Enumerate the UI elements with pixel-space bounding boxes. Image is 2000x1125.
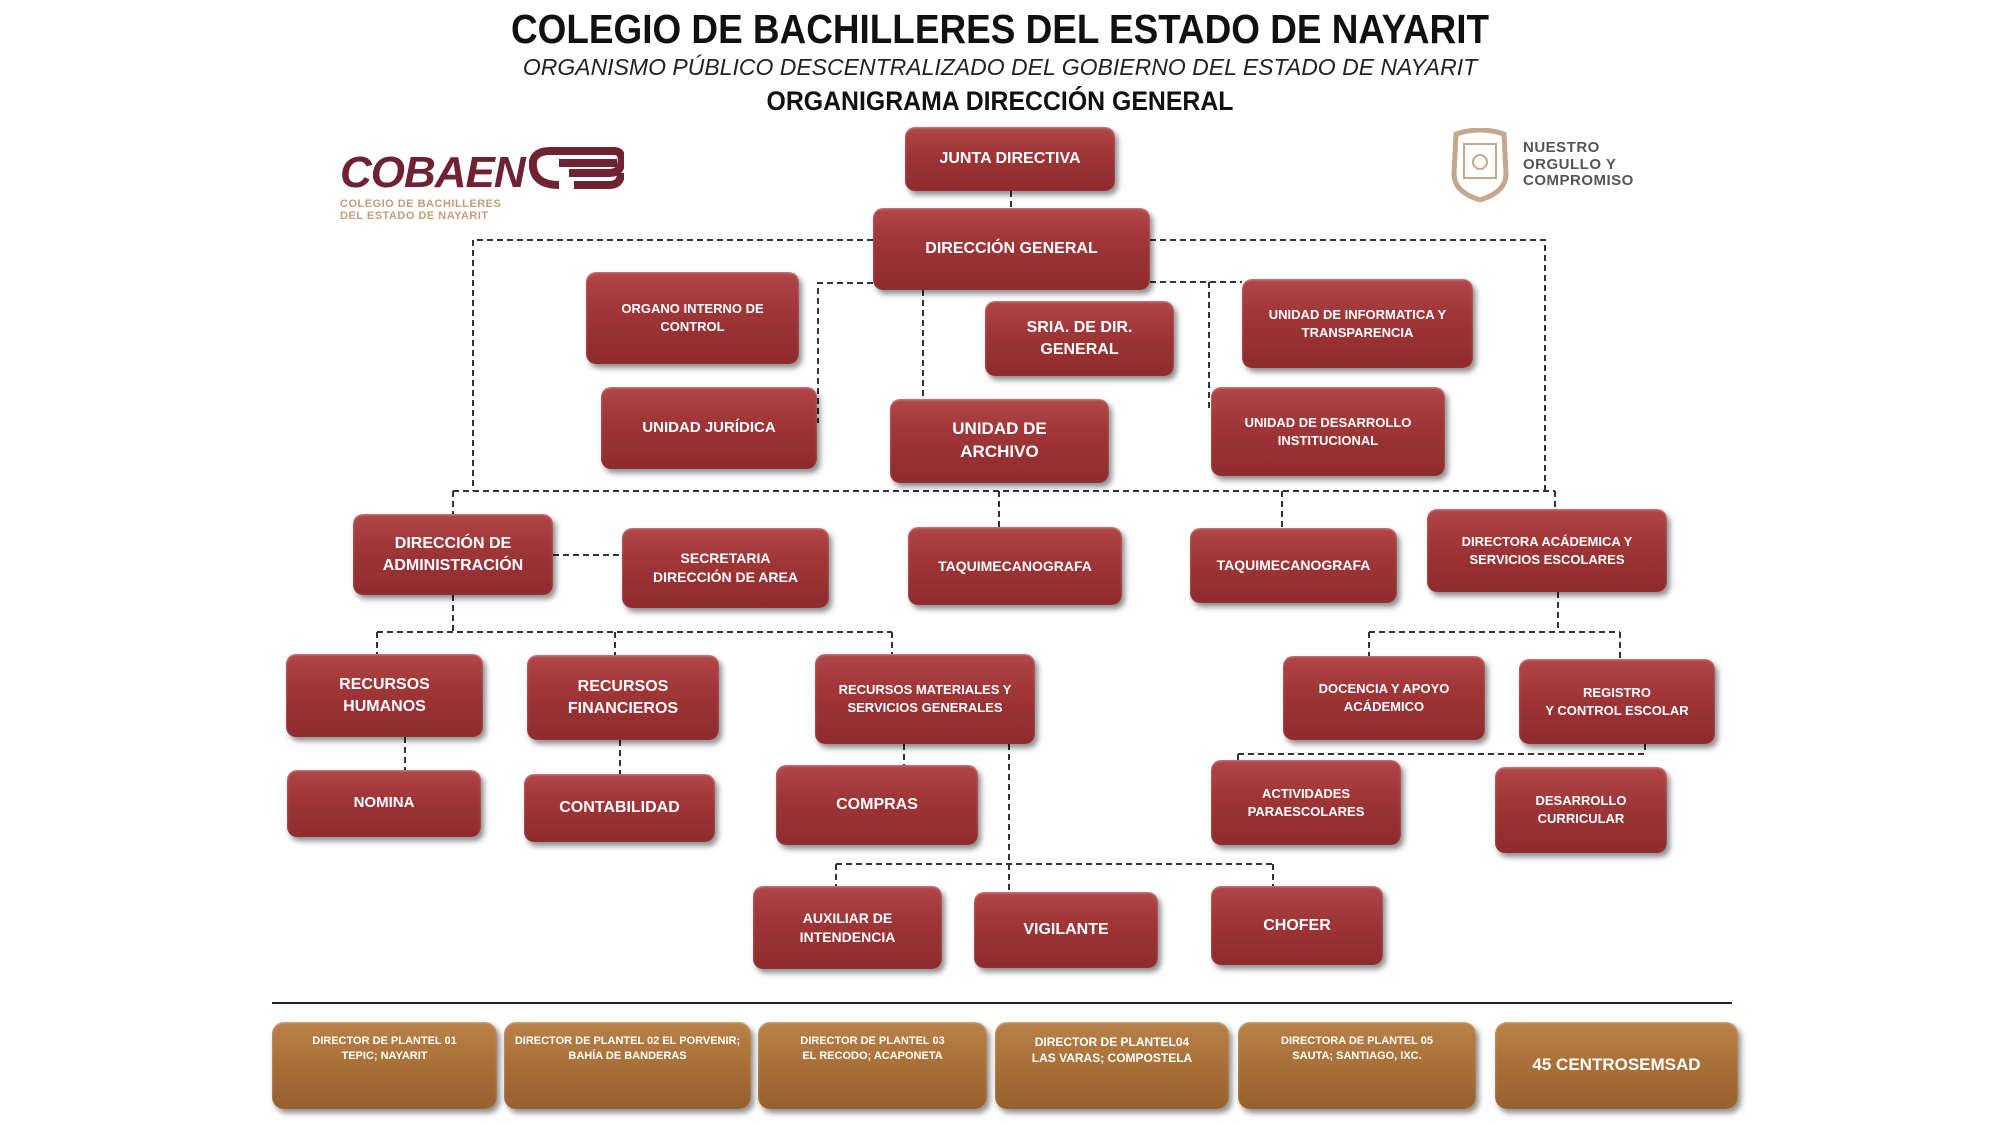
motto-text: NUESTRO ORGULLO Y COMPROMISO — [1523, 139, 1634, 189]
org-node-rmat: RECURSOS MATERIALES Y SERVICIOS GENERALE… — [815, 654, 1035, 744]
plantel-p03: DIRECTOR DE PLANTEL 03 EL RECODO; ACAPON… — [758, 1022, 987, 1109]
plantel-p02: DIRECTOR DE PLANTEL 02 EL PORVENIR; BAHÍ… — [504, 1022, 751, 1109]
org-node-actividades: ACTIVIDADES PARAESCOLARES — [1211, 760, 1401, 845]
org-node-desarrollo: UNIDAD DE DESARROLLO INSTITUCIONAL — [1211, 387, 1445, 476]
plantel-p01: DIRECTOR DE PLANTEL 01 TEPIC; NAYARIT — [272, 1022, 497, 1109]
org-node-registro: REGISTRO Y CONTROL ESCOLAR — [1519, 659, 1715, 744]
plantel-p04: DIRECTOR DE PLANTEL04 LAS VARAS; COMPOST… — [995, 1022, 1229, 1109]
org-node-secretaria: SECRETARIA DIRECCIÓN DE AREA — [622, 528, 829, 608]
org-node-admin: DIRECCIÓN DE ADMINISTRACIÓN — [353, 514, 553, 595]
org-node-rh: RECURSOS HUMANOS — [286, 654, 483, 737]
org-node-chofer: CHOFER — [1211, 886, 1383, 965]
cobaen-logo: COBAEN COLEGIO DE BACHILLERES DEL ESTADO… — [340, 145, 626, 223]
divider-line — [272, 1002, 1732, 1004]
org-node-sria: SRIA. DE DIR. GENERAL — [985, 301, 1174, 376]
org-node-docencia: DOCENCIA Y APOYO ACÁDEMICO — [1283, 656, 1485, 740]
org-node-juridica: UNIDAD JURÍDICA — [601, 387, 817, 469]
org-node-auxiliar: AUXILIAR DE INTENDENCIA — [753, 886, 942, 969]
org-node-contabilidad: CONTABILIDAD — [524, 774, 715, 842]
org-node-taqui1: TAQUIMECANOGRAFA — [908, 527, 1122, 605]
chart-title: ORGANIGRAMA DIRECCIÓN GENERAL — [766, 86, 1234, 116]
org-node-curricular: DESARROLLO CURRICULAR — [1495, 767, 1667, 853]
org-node-junta: JUNTA DIRECTIVA — [905, 127, 1115, 191]
nayarit-seal-icon — [1451, 128, 1509, 202]
org-node-taqui2: TAQUIMECANOGRAFA — [1190, 528, 1397, 603]
document-title: COLEGIO DE BACHILLERES DEL ESTADO DE NAY… — [511, 6, 1489, 52]
cb-logo-mark-icon — [528, 147, 626, 189]
org-node-compras: COMPRAS — [776, 765, 978, 845]
org-node-rf: RECURSOS FINANCIEROS — [527, 655, 719, 740]
org-node-dg: DIRECCIÓN GENERAL — [873, 208, 1150, 290]
plantel-p05: DIRECTORA DE PLANTEL 05 SAUTA; SANTIAGO,… — [1238, 1022, 1476, 1109]
org-node-academica: DIRECTORA ACÁDEMICA Y SERVICIOS ESCOLARE… — [1427, 509, 1667, 592]
org-node-informatica: UNIDAD DE INFORMATICA Y TRANSPARENCIA — [1242, 279, 1473, 368]
org-node-organo: ORGANO INTERNO DE CONTROL — [586, 272, 799, 364]
document-subtitle: ORGANISMO PÚBLICO DESCENTRALIZADO DEL GO… — [522, 54, 1478, 80]
org-node-nomina: NOMINA — [287, 770, 481, 837]
logo-name: COBAEN — [340, 148, 526, 197]
plantel-emsad: 45 CENTROSEMSAD — [1495, 1022, 1738, 1109]
connector — [817, 282, 873, 423]
org-node-vigilante: VIGILANTE — [974, 892, 1158, 968]
connector — [472, 239, 873, 491]
logo-subtitle: COLEGIO DE BACHILLERES DEL ESTADO DE NAY… — [340, 198, 502, 223]
org-node-archivo: UNIDAD DE ARCHIVO — [890, 399, 1109, 483]
connector — [1150, 239, 1546, 491]
